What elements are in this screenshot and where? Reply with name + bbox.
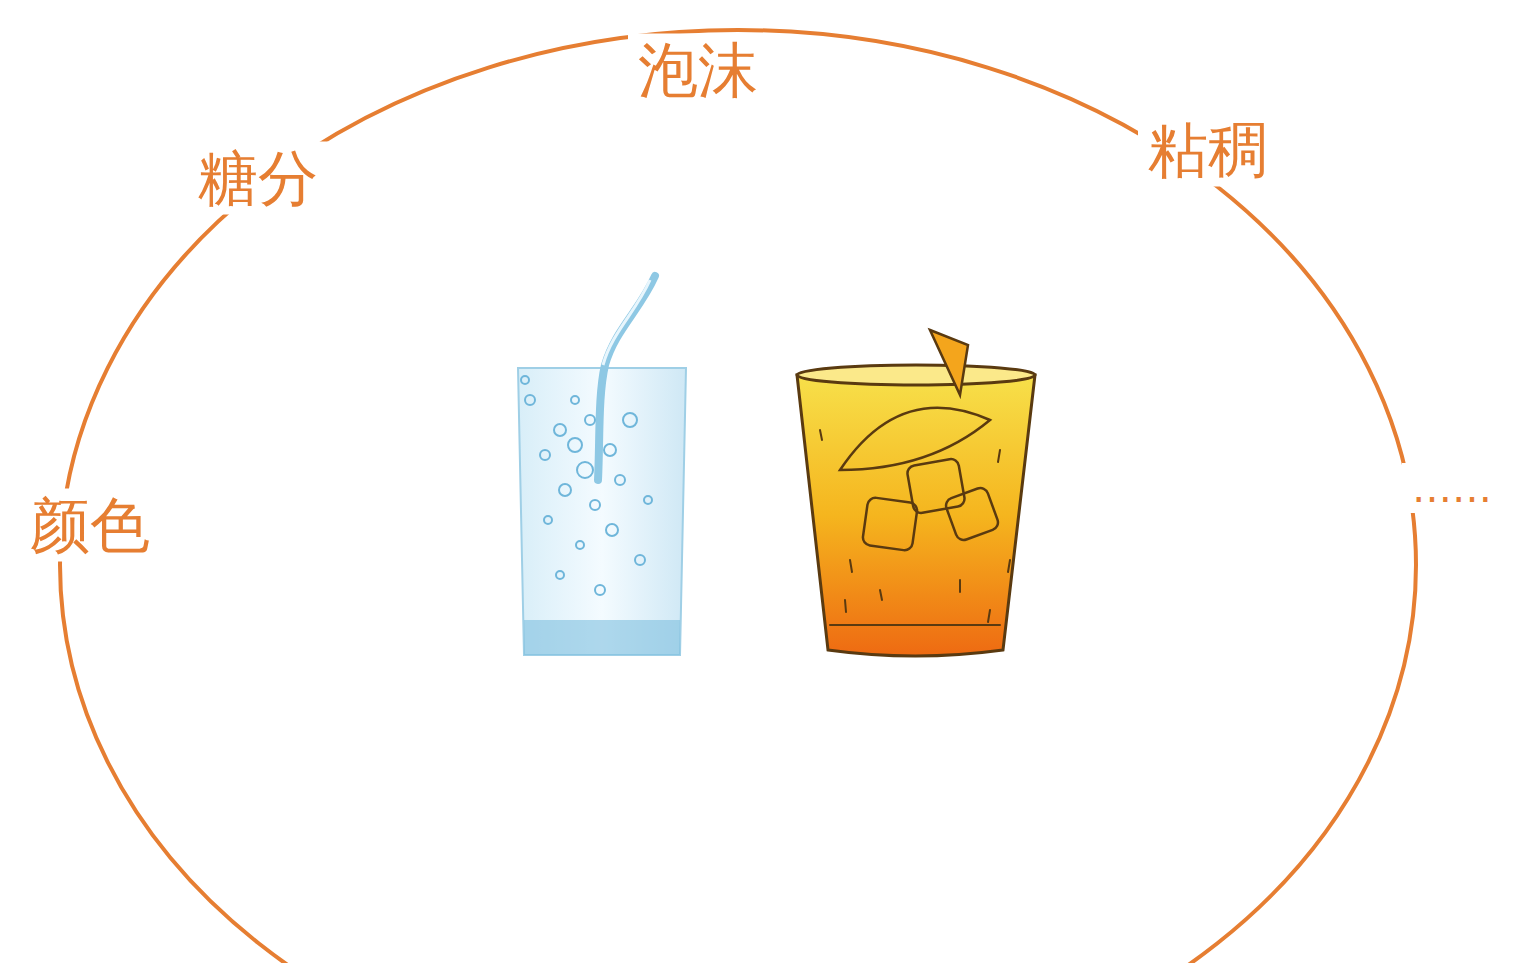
orbit-ellipse: [60, 30, 1416, 963]
juice-glass: [797, 330, 1035, 656]
property-label: 泡沫: [628, 34, 768, 107]
property-label: 糖分: [188, 142, 328, 215]
property-label: 颜色: [20, 489, 160, 562]
water-glass: [518, 276, 686, 655]
ellipsis-label: ……: [1402, 463, 1502, 513]
property-label: 粘稠: [1138, 114, 1278, 187]
property-label-holder: 颜色: [20, 489, 160, 562]
property-label-holder: 粘稠: [1138, 114, 1278, 187]
ellipsis-label-holder: ……: [1402, 463, 1502, 513]
property-label-holder: 糖分: [188, 142, 328, 215]
property-label-holder: 泡沫: [628, 34, 768, 107]
